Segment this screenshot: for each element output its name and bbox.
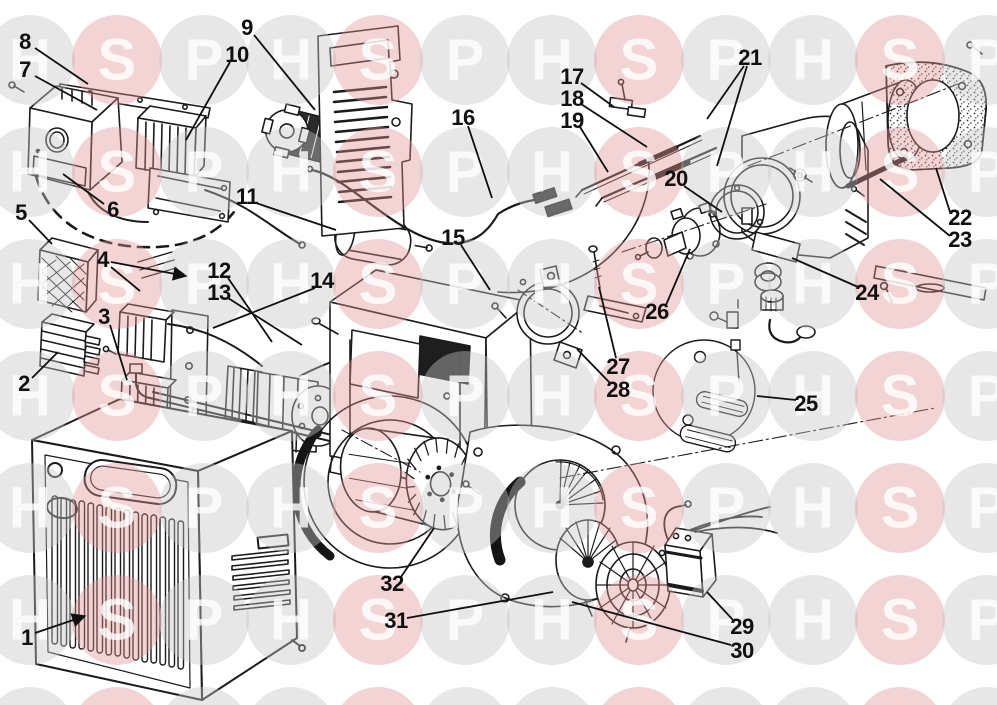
callout-11: 11	[235, 184, 259, 209]
terminal-block	[39, 313, 101, 377]
leader-line-22	[935, 167, 951, 213]
leader-line-3	[109, 324, 128, 381]
callout-14: 14	[310, 268, 334, 293]
callout-17: 17	[560, 64, 584, 89]
callout-8: 8	[19, 29, 31, 54]
callout-20: 20	[664, 166, 688, 191]
photocell-box	[663, 500, 778, 598]
callout-3: 3	[98, 304, 110, 329]
leader-line-14	[212, 287, 316, 329]
leader-line-17	[580, 82, 615, 108]
leader-line-4	[110, 261, 188, 281]
leader-line-5	[28, 219, 53, 245]
leader-line-20	[683, 185, 723, 213]
callout-1: 1	[21, 625, 33, 650]
leader-line-7	[34, 75, 98, 111]
callout-26: 26	[645, 299, 669, 324]
callout-30: 30	[730, 638, 754, 663]
leader-line-6	[62, 173, 105, 205]
leader-line-23	[879, 178, 951, 237]
callout-4: 4	[97, 247, 109, 272]
relay-base	[87, 105, 306, 249]
callout-6: 6	[107, 197, 119, 222]
callout-16: 16	[451, 105, 475, 130]
cable-routing-dashed-arc	[34, 174, 236, 249]
leader-line-4	[110, 266, 141, 292]
leader-line-10	[185, 61, 231, 141]
leader-line-9	[253, 34, 316, 111]
leader-line-12	[227, 277, 273, 343]
callout-22: 22	[948, 205, 972, 230]
callout-29: 29	[730, 614, 754, 639]
callout-25: 25	[794, 391, 818, 416]
retaining-ring	[709, 184, 765, 240]
leader-line-2	[31, 351, 59, 379]
callout-15: 15	[441, 225, 465, 250]
callout-9: 9	[241, 15, 253, 40]
callout-23: 23	[948, 227, 972, 252]
leader-line-31	[406, 591, 554, 619]
callout-19: 19	[560, 108, 584, 133]
mounting-bar	[873, 265, 987, 303]
leader-line-25	[756, 395, 797, 401]
leader-line-15	[460, 244, 491, 291]
burner-cover	[31, 398, 306, 701]
leader-line-26	[665, 248, 691, 306]
leader-line-21	[716, 65, 748, 167]
callout-27: 27	[606, 354, 630, 379]
callout-7: 7	[19, 57, 31, 82]
relay-small-upper	[102, 303, 209, 421]
leader-line-24	[791, 257, 859, 288]
callout-28: 28	[606, 377, 630, 402]
leader-line-11	[255, 202, 337, 231]
leader-line-32	[400, 527, 435, 578]
leader-line-18	[580, 103, 648, 148]
callout-2: 2	[18, 371, 30, 396]
grille-disc	[595, 541, 671, 643]
callout-12: 12	[207, 258, 231, 283]
callout-31: 31	[384, 608, 408, 633]
leader-line-19	[579, 126, 609, 173]
nozzle-detail-circle	[652, 299, 756, 453]
ignition-cable	[306, 165, 536, 245]
axis-lines	[341, 83, 959, 479]
leader-line-28	[576, 348, 611, 384]
callout-10: 10	[225, 42, 249, 67]
connector-block	[37, 237, 99, 313]
callout-32: 32	[380, 571, 404, 596]
callout-18: 18	[560, 86, 584, 111]
leader-line-13	[227, 297, 303, 346]
pump	[634, 201, 721, 261]
leader-line-29	[706, 591, 734, 621]
control-box	[8, 81, 211, 191]
gasket	[885, 41, 987, 171]
callout-21: 21	[738, 45, 762, 70]
callout-13: 13	[207, 280, 231, 305]
leader-line-1	[34, 613, 87, 634]
leader-line-16	[467, 125, 493, 199]
callout-24: 24	[855, 280, 879, 305]
electrodes	[532, 78, 719, 218]
leader-line-21	[706, 65, 745, 120]
leader-line-8	[34, 47, 89, 85]
leader-line-27	[598, 286, 617, 359]
fitting-stack	[754, 262, 816, 344]
callout-5: 5	[15, 200, 27, 225]
capillary-tube	[497, 157, 650, 294]
leader-line-30	[571, 601, 732, 646]
